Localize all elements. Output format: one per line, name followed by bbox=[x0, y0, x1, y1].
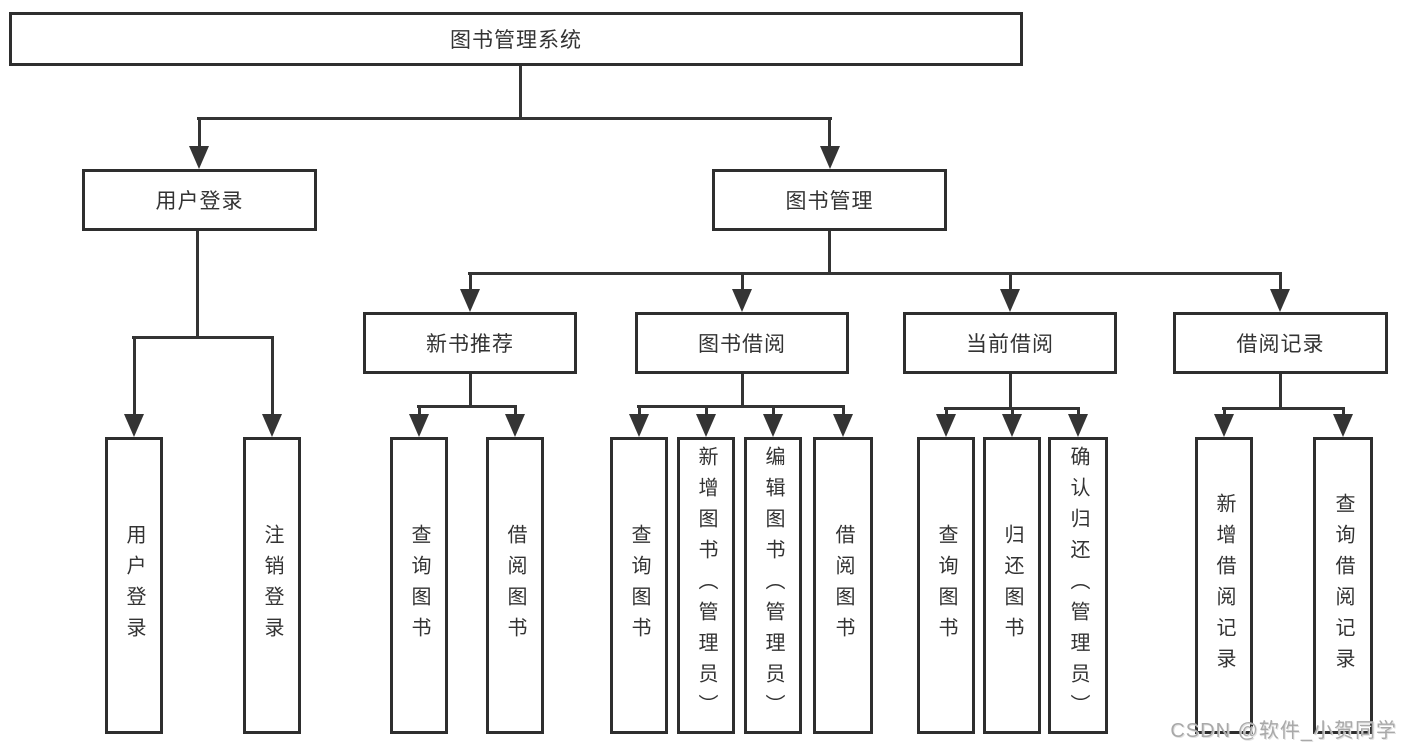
arrowhead-down-icon bbox=[1002, 414, 1022, 437]
node-user-login: 用户登录 bbox=[82, 169, 317, 231]
arrowhead-down-icon bbox=[1333, 414, 1353, 437]
connector-line bbox=[1342, 410, 1345, 417]
leaf-label: 归还图书 bbox=[1001, 523, 1023, 648]
node-borrow-records: 借阅记录 bbox=[1173, 312, 1388, 374]
connector-line bbox=[1009, 374, 1012, 407]
connector-line bbox=[741, 275, 744, 293]
connector-line bbox=[514, 408, 517, 417]
leaf-label: 查询图书 bbox=[935, 523, 957, 648]
arrowhead-down-icon bbox=[763, 414, 783, 437]
leaf-add-borrow-record: 新增借阅记录 bbox=[1195, 437, 1253, 734]
connector-line bbox=[1009, 275, 1012, 293]
connector-line bbox=[417, 405, 517, 408]
connector-line bbox=[828, 231, 831, 272]
arrowhead-down-icon bbox=[629, 414, 649, 437]
leaf-return-books: 归还图书 bbox=[983, 437, 1041, 734]
connector-line bbox=[1279, 374, 1282, 407]
connector-line bbox=[469, 275, 472, 293]
leaf-query-books-current: 查询图书 bbox=[917, 437, 975, 734]
connector-line bbox=[271, 339, 274, 417]
node-root-system: 图书管理系统 bbox=[9, 12, 1023, 66]
leaf-label: 注销登录 bbox=[261, 523, 283, 648]
leaf-label: 确认归还（管理员） bbox=[1067, 446, 1089, 725]
leaf-label: 查询图书 bbox=[408, 523, 430, 648]
leaf-label: 借阅图书 bbox=[504, 523, 526, 648]
connector-line bbox=[944, 407, 1080, 410]
leaf-label: 借阅图书 bbox=[832, 523, 854, 648]
connector-line bbox=[1223, 410, 1226, 417]
connector-line bbox=[468, 272, 1282, 275]
leaf-label: 查询图书 bbox=[628, 523, 650, 648]
arrowhead-down-icon bbox=[505, 414, 525, 437]
connector-line bbox=[705, 408, 708, 417]
connector-line bbox=[741, 374, 744, 405]
connector-line bbox=[1011, 410, 1014, 417]
connector-line bbox=[1077, 410, 1080, 417]
connector-line bbox=[828, 120, 831, 148]
arrowhead-down-icon bbox=[820, 146, 840, 169]
arrowhead-down-icon bbox=[732, 289, 752, 312]
connector-line bbox=[196, 231, 199, 336]
leaf-label: 编辑图书（管理员） bbox=[762, 446, 784, 725]
arrowhead-down-icon bbox=[124, 414, 144, 437]
connector-line bbox=[198, 120, 201, 148]
leaf-label: 新增借阅记录 bbox=[1213, 492, 1235, 679]
connector-line bbox=[132, 336, 274, 339]
leaf-confirm-return-admin: 确认归还（管理员） bbox=[1048, 437, 1108, 734]
connector-line bbox=[637, 405, 845, 408]
leaf-label: 查询借阅记录 bbox=[1332, 492, 1354, 679]
connector-line bbox=[519, 66, 522, 120]
node-book-management: 图书管理 bbox=[712, 169, 947, 231]
arrowhead-down-icon bbox=[696, 414, 716, 437]
arrowhead-down-icon bbox=[460, 289, 480, 312]
arrowhead-down-icon bbox=[1068, 414, 1088, 437]
arrowhead-down-icon bbox=[1214, 414, 1234, 437]
node-book-borrow: 图书借阅 bbox=[635, 312, 849, 374]
leaf-query-borrow-record: 查询借阅记录 bbox=[1313, 437, 1373, 734]
arrowhead-down-icon bbox=[189, 146, 209, 169]
leaf-logout-login: 注销登录 bbox=[243, 437, 301, 734]
leaf-label: 新增图书（管理员） bbox=[695, 446, 717, 725]
connector-line bbox=[638, 408, 641, 417]
arrowhead-down-icon bbox=[1270, 289, 1290, 312]
arrowhead-down-icon bbox=[833, 414, 853, 437]
leaf-user-login: 用户登录 bbox=[105, 437, 163, 734]
connector-line bbox=[842, 408, 845, 417]
leaf-edit-book-admin: 编辑图书（管理员） bbox=[744, 437, 802, 734]
leaf-label: 用户登录 bbox=[123, 523, 145, 648]
arrowhead-down-icon bbox=[936, 414, 956, 437]
connector-line bbox=[469, 374, 472, 405]
connector-line bbox=[197, 117, 832, 120]
connector-line bbox=[418, 408, 421, 417]
arrowhead-down-icon bbox=[1000, 289, 1020, 312]
leaf-borrow-books-recommend: 借阅图书 bbox=[486, 437, 544, 734]
node-current-borrow: 当前借阅 bbox=[903, 312, 1117, 374]
leaf-add-book-admin: 新增图书（管理员） bbox=[677, 437, 735, 734]
connector-line bbox=[1279, 275, 1282, 293]
connector-line bbox=[133, 339, 136, 417]
leaf-query-books-borrow: 查询图书 bbox=[610, 437, 668, 734]
arrowhead-down-icon bbox=[262, 414, 282, 437]
arrowhead-down-icon bbox=[409, 414, 429, 437]
leaf-query-books-recommend: 查询图书 bbox=[390, 437, 448, 734]
connector-line bbox=[1222, 407, 1345, 410]
watermark: CSDN @软件_小贺同学 bbox=[1170, 720, 1397, 742]
connector-line bbox=[945, 410, 948, 417]
leaf-borrow-books-borrow: 借阅图书 bbox=[813, 437, 873, 734]
node-new-book-recommend: 新书推荐 bbox=[363, 312, 577, 374]
connector-line bbox=[772, 408, 775, 417]
